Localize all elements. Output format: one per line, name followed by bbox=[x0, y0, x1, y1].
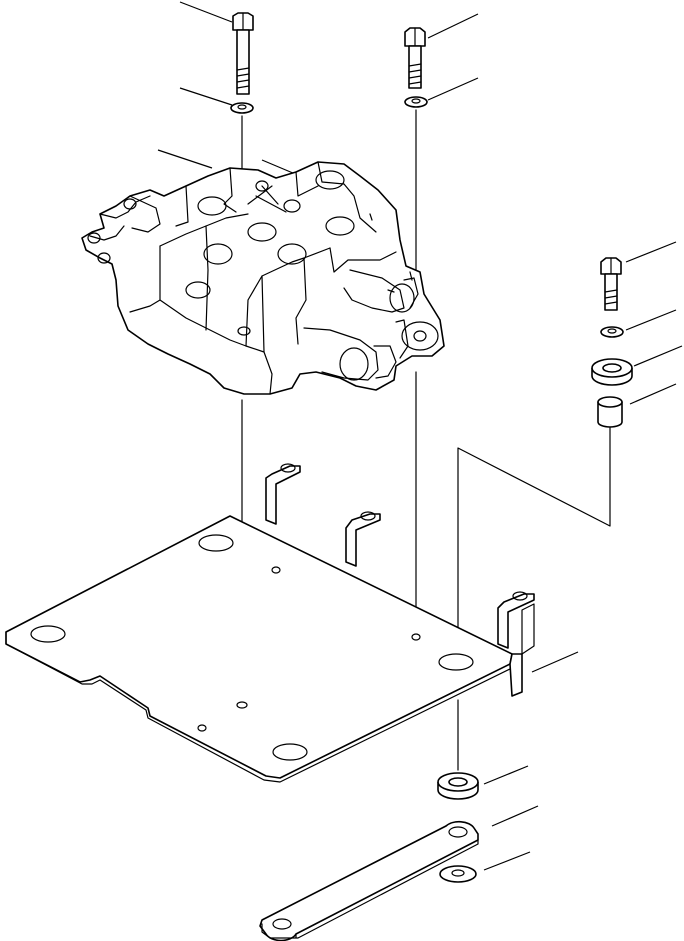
washer-bottom bbox=[439, 865, 477, 883]
spacer-collar bbox=[597, 396, 623, 428]
rubber-mount-upper bbox=[591, 358, 633, 386]
bolt-left bbox=[232, 12, 254, 95]
mounting-plate bbox=[5, 463, 535, 783]
strap-plate bbox=[259, 820, 479, 941]
washer-far-right bbox=[600, 326, 624, 338]
washer-right bbox=[404, 96, 428, 108]
control-valve bbox=[81, 161, 445, 395]
bolt-far-right bbox=[600, 257, 622, 311]
leader-lines bbox=[157, 1, 683, 871]
bolt-right bbox=[404, 27, 426, 89]
rubber-mount-lower bbox=[437, 772, 479, 800]
washer-left bbox=[230, 102, 254, 114]
